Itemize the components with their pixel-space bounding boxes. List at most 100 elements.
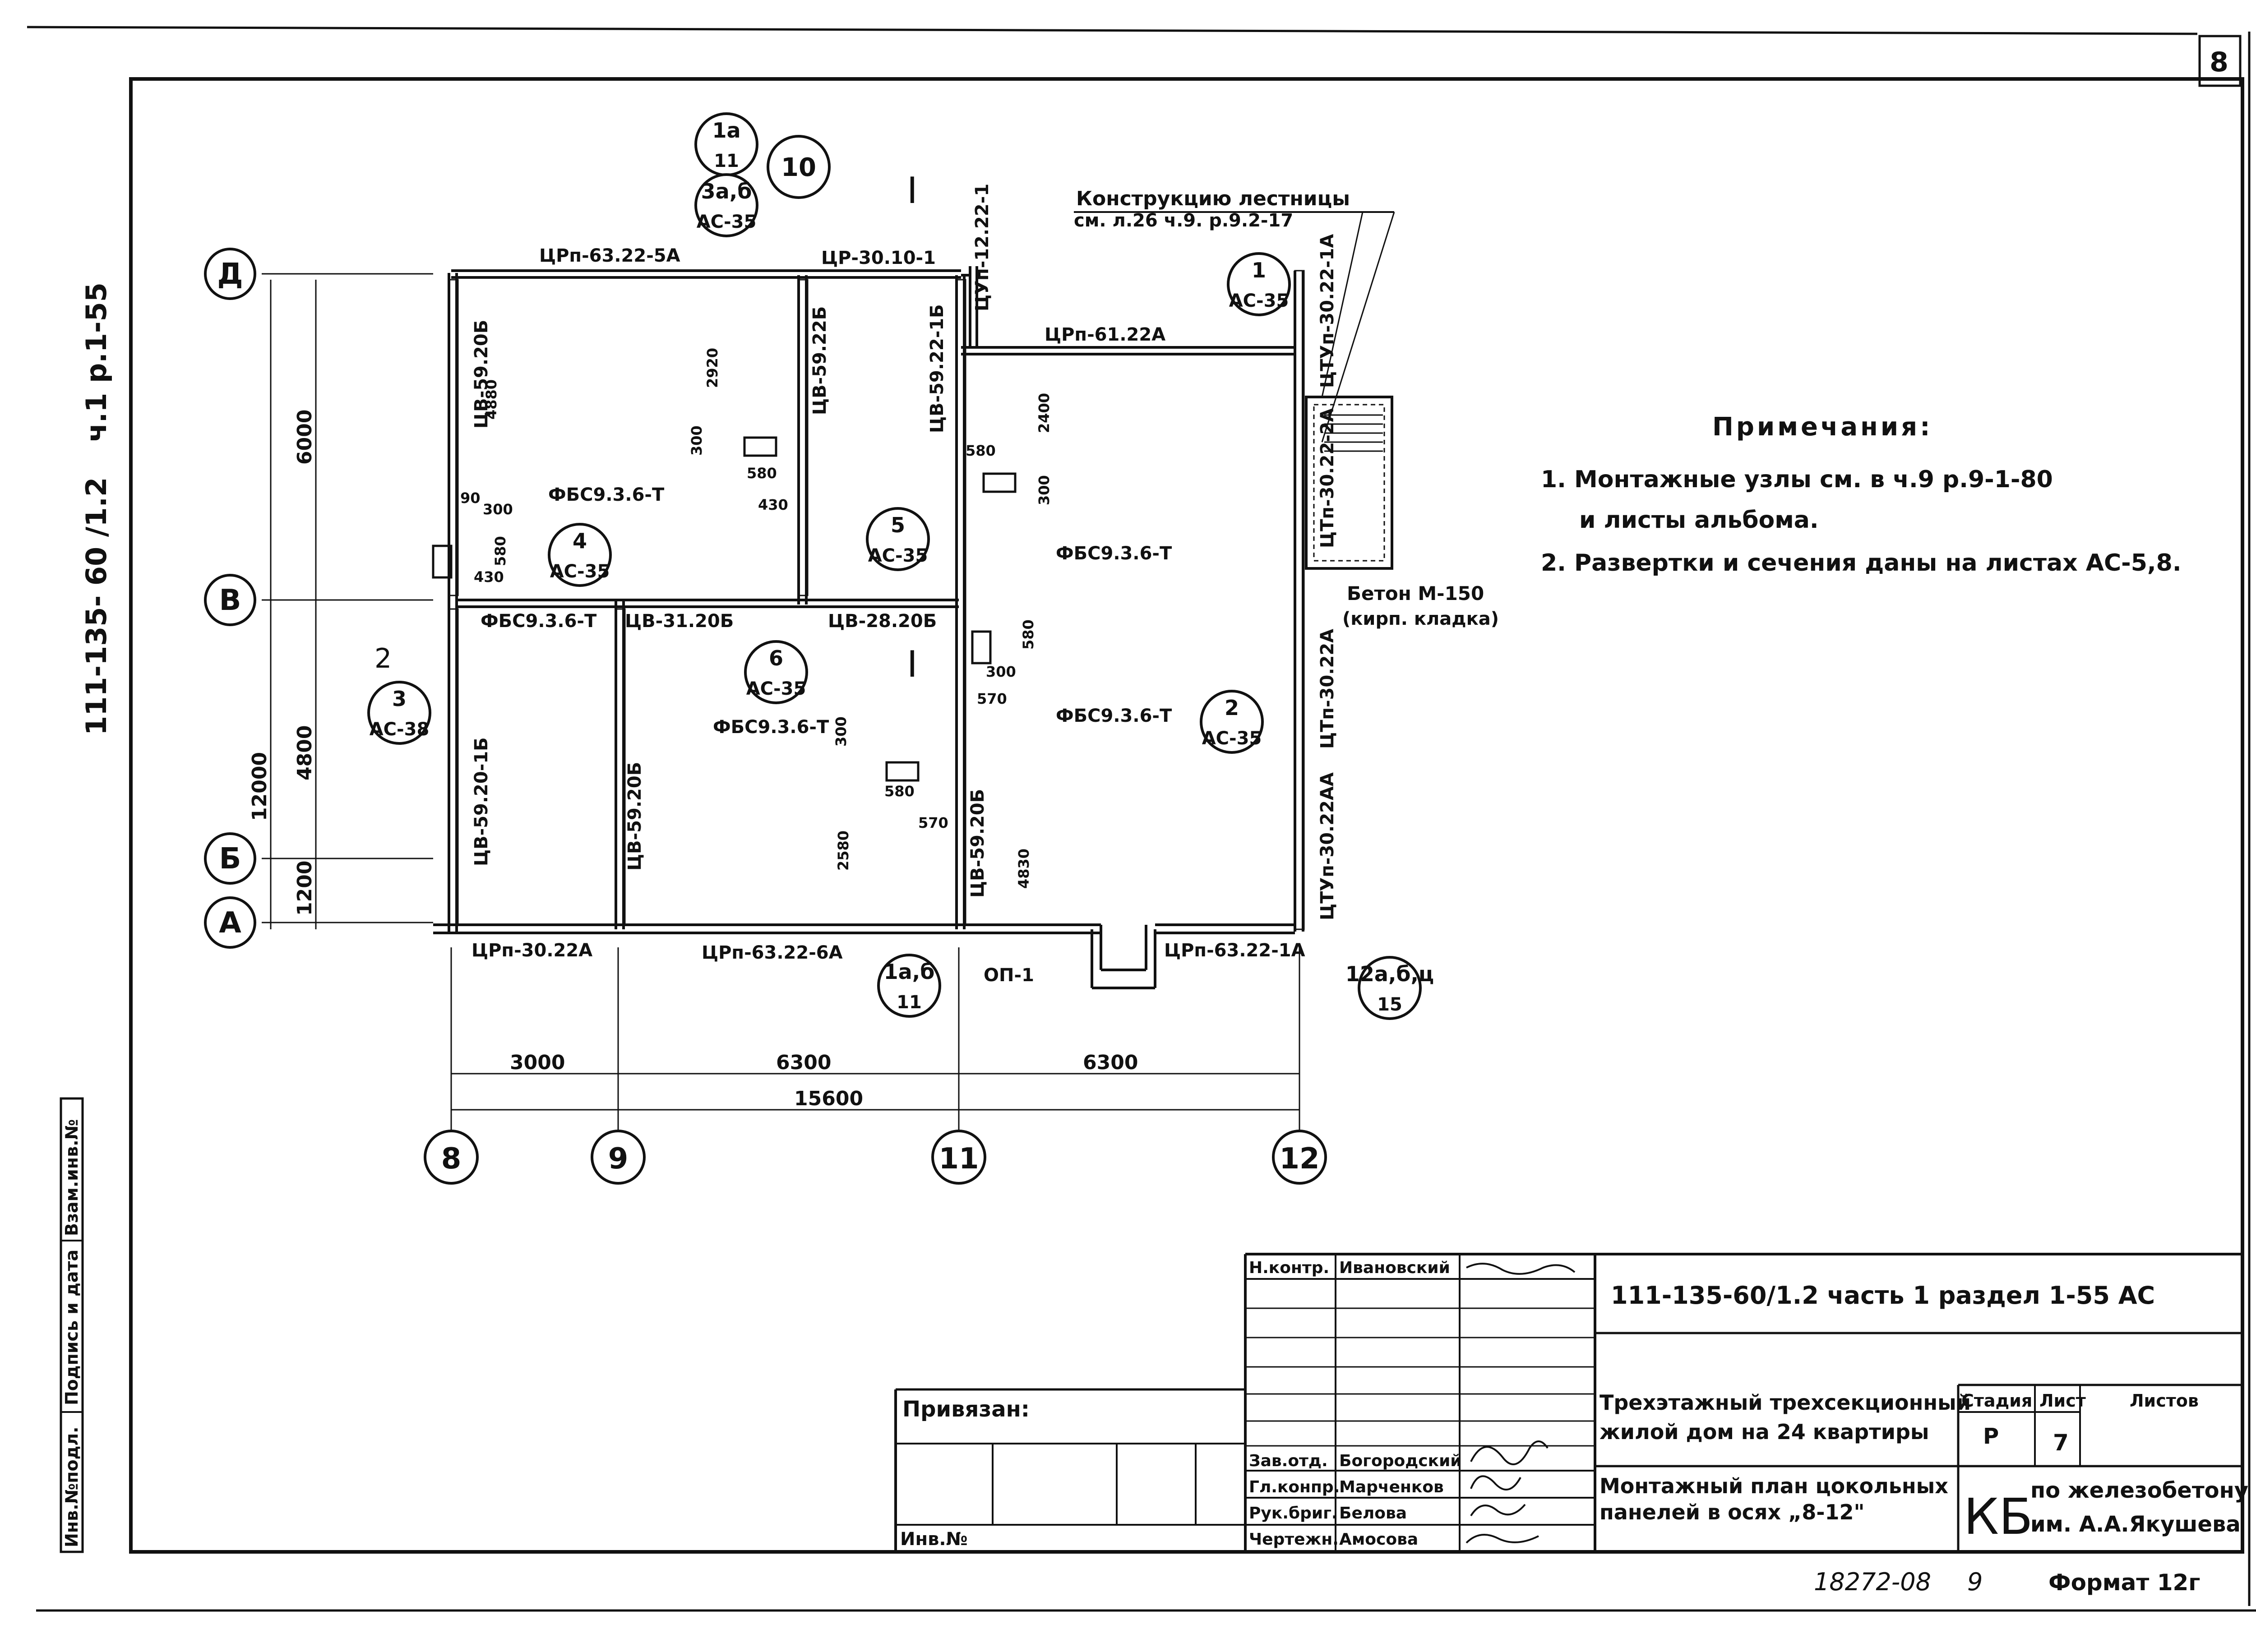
axis-marker-col	[1272, 1130, 1327, 1185]
foundation-plan	[262, 143, 1420, 1137]
callout-circle	[744, 640, 808, 704]
callout-bottom: 15	[1377, 994, 1402, 1015]
tb-org-code: КБ	[1964, 1488, 2033, 1546]
tb-format: Формат 12г	[2048, 1569, 2200, 1596]
panel-label: ЦВ-59.20Б	[624, 762, 645, 871]
inner-dimension: 300	[688, 425, 705, 456]
axis-label-row: А	[219, 906, 241, 940]
callout-circle	[877, 954, 941, 1018]
inner-dimension: 430	[758, 496, 788, 513]
tb-name-1: Ивановский	[1339, 1259, 1450, 1277]
callout-top: 5	[891, 513, 905, 537]
block-label: ФБС9.3.6-Т	[1056, 706, 1172, 726]
panel-label: ОП-1	[984, 965, 1034, 986]
sheet-number: 8	[2210, 46, 2228, 78]
axis-label-row: Б	[219, 842, 241, 876]
dimension-value: 1200	[293, 861, 316, 916]
dimension-value: 15600	[794, 1087, 863, 1110]
tb-name-4: Белова	[1339, 1504, 1407, 1523]
panel-label: ЦВ-59.20Б	[967, 789, 988, 898]
dimension-value: 6000	[293, 410, 316, 465]
sheet-text: 8 111-135- 60 /1.2 ч.1 р.1-55 Инв.№подл.…	[62, 46, 2248, 1596]
inner-dimension: 4830	[1015, 849, 1032, 889]
callout-top: 1а,б	[884, 960, 935, 984]
tb-inv-no: Инв.№	[900, 1529, 968, 1550]
dimension-value: 4800	[293, 725, 316, 780]
callout-bottom: АС-35	[746, 678, 806, 699]
sheet-frames	[27, 26, 2256, 1612]
axis-label-col: 8	[441, 1142, 462, 1176]
tb-list-label: Лист	[2039, 1391, 2086, 1411]
panel-label: ЦТп-30.22-2А	[1317, 408, 1338, 548]
panel-label: ЦВ-59.20Б	[471, 320, 492, 429]
callout-circle	[694, 173, 758, 237]
stair-note-leaders	[1074, 211, 1395, 443]
section-mark-mid: I	[907, 643, 918, 685]
panel-label: ЦРп-61.22А	[1045, 324, 1165, 345]
panel-label: ЦВ-59.22Б	[809, 306, 830, 415]
inner-dimension: 580	[1020, 619, 1037, 650]
tb-name-2: Богородский	[1339, 1452, 1462, 1470]
section-number: 2	[374, 643, 392, 674]
dimension-value: 6300	[1083, 1051, 1138, 1074]
callout-circle	[866, 507, 930, 571]
dimension-value: 3000	[510, 1051, 565, 1074]
inner-dimension: 300	[483, 501, 513, 518]
callout-circle	[548, 523, 612, 587]
axis-label-col: 11	[938, 1142, 979, 1176]
axis-label-col: 9	[608, 1142, 629, 1176]
dimension-value: 6300	[776, 1051, 831, 1074]
inner-dimension: 570	[918, 814, 948, 831]
panel-strip	[956, 279, 966, 926]
callout-top: 12а,б,ц	[1345, 962, 1434, 986]
axis-marker-row	[204, 896, 256, 949]
callout-bottom: 11	[897, 992, 922, 1013]
inner-dimension: 2920	[704, 348, 721, 388]
inner-dimension: 300	[986, 663, 1016, 680]
panel-strip	[798, 279, 809, 596]
tb-privyazan: Привязан:	[902, 1397, 1030, 1422]
side-doc-code: 111-135- 60 /1.2	[80, 477, 113, 735]
callout-top: 1	[1252, 258, 1266, 282]
tb-role-3: Гл.конпр.	[1249, 1478, 1340, 1496]
tb-project-line2: жилой дом на 24 квартиры	[1600, 1420, 1929, 1444]
stair-block	[1305, 396, 1393, 570]
inner-dimension: 580	[747, 465, 777, 482]
notes-item-2: и листы альбома.	[1579, 507, 1819, 534]
inner-dimension: 580	[966, 442, 996, 459]
side-stamp	[60, 1097, 84, 1553]
callout-top: 4	[573, 529, 587, 553]
axis-label-row: В	[219, 584, 241, 617]
panel-strip	[448, 279, 459, 596]
stair-block-fill	[1313, 404, 1385, 562]
callout-bottom: АС-35	[868, 545, 928, 566]
panel-label: ЦРп-30.22А	[472, 940, 592, 961]
stair-note-line2: см. л.26 ч.9. р.9.2-17	[1074, 210, 1293, 231]
panel-label: ЦВ-59.20-1Б	[471, 737, 492, 866]
panel-label: ЦРп-63.22-6А	[702, 942, 843, 963]
stamp-vzam-inv: Взам.инв.№	[62, 1119, 82, 1236]
panel-label: ЦВ-28.20Б	[828, 611, 937, 632]
title-block	[894, 1253, 2242, 1552]
tb-name-5: Амосова	[1339, 1530, 1418, 1549]
notes-title: Примечания:	[1712, 412, 1932, 442]
tb-stage-label: Стадия	[1961, 1391, 2032, 1411]
stair-note-line1: Конструкцию лестницы	[1076, 187, 1350, 210]
callout-circle	[367, 681, 431, 745]
dimension-value: 12000	[248, 752, 271, 821]
callout-circle	[1227, 252, 1291, 316]
panel-label: ЦВ-59.22-1Б	[927, 304, 948, 433]
callout-circle	[1358, 956, 1422, 1020]
tb-org-line1: по железобетону	[2030, 1478, 2248, 1503]
tb-role-4: Рук.бриг.	[1249, 1504, 1338, 1523]
tb-doc-title: 111-135-60/1.2 часть 1 раздел 1-55 АС	[1611, 1281, 2155, 1310]
foundation-block	[432, 545, 453, 579]
callout-top: 1а	[712, 118, 740, 143]
tb-archive-no: 18272-08	[1814, 1568, 1931, 1596]
axis-marker-row	[204, 248, 256, 300]
tb-org-line2: им. А.А.Якушева	[2030, 1512, 2241, 1537]
inner-dimension: 90	[460, 489, 481, 507]
callout-bottom: 11	[714, 151, 739, 171]
tb-archive-sheet: 9	[1967, 1568, 1983, 1596]
